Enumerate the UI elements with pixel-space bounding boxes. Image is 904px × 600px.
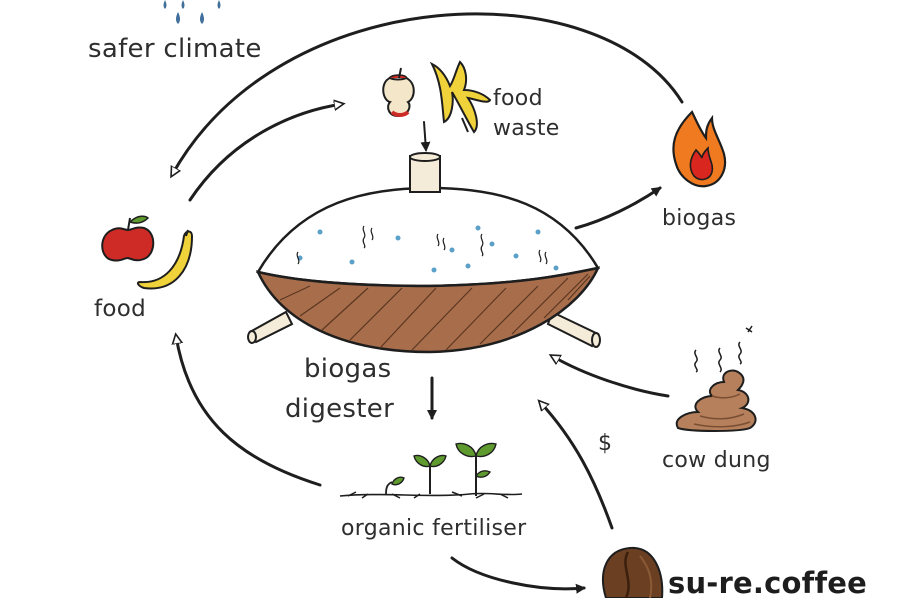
- label-dollar: $: [598, 431, 613, 456]
- label-food-waste-line1: food: [493, 86, 543, 111]
- arrow-biogas-to-climate: [172, 12, 684, 175]
- label-safer-climate: safer climate: [88, 34, 262, 64]
- label-food: food: [94, 296, 147, 322]
- rain-drops-icon: [163, 0, 221, 24]
- label-digester-line2: digester: [285, 394, 395, 424]
- label-cow-dung: cow dung: [662, 448, 771, 473]
- brand-name: su-re.coffee: [668, 566, 868, 600]
- arrow-fertiliser-to-food: [176, 336, 322, 487]
- arrow-digester-to-biogas: [574, 186, 662, 230]
- apple-icon: [101, 215, 155, 262]
- arrow-food-to-foodwaste: [188, 104, 342, 202]
- arrow-fertiliser-to-coffee: [450, 556, 586, 594]
- label-food-waste-line2: waste: [493, 116, 560, 141]
- label-digester-line1: biogas: [304, 354, 392, 384]
- dung-icon: [675, 325, 757, 432]
- apple-core-icon: [382, 67, 415, 118]
- digester-icon: [247, 152, 601, 354]
- label-biogas: biogas: [662, 206, 737, 231]
- coffee-bean-icon: [602, 546, 664, 598]
- banana-peel-icon: [429, 60, 492, 134]
- seedling-icon: [339, 442, 523, 499]
- arrow-foodwaste-to-digester: [420, 121, 431, 152]
- label-organic-fertiliser: organic fertiliser: [341, 516, 527, 541]
- flame-icon: [672, 110, 727, 188]
- arrow-dung-to-digester: [552, 356, 670, 398]
- banana-icon: [136, 229, 194, 290]
- arrow-coffee-to-digester: [540, 402, 614, 530]
